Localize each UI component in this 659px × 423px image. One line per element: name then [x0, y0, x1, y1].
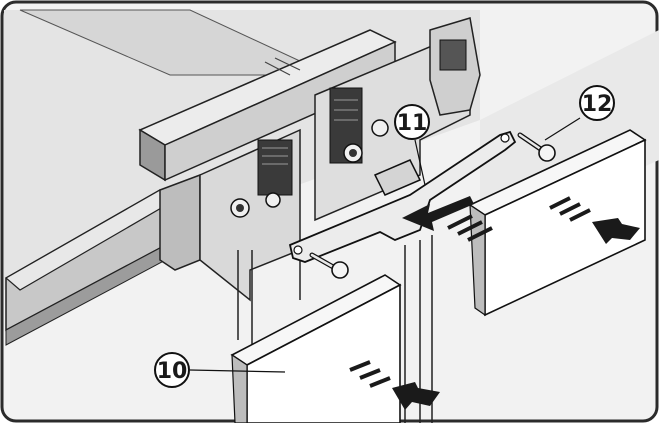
bracket-tab — [373, 159, 422, 196]
callout-10-circle — [154, 352, 190, 388]
callout-12-circle — [579, 85, 615, 121]
callout-11-circle — [394, 104, 430, 140]
screw-icon — [309, 252, 349, 279]
push-arrow-icon — [549, 196, 640, 244]
callout-11-leader — [414, 139, 426, 186]
callout-12-label: 12 — [582, 92, 613, 117]
push-arrow-icon — [402, 196, 493, 242]
mounting-bracket — [288, 130, 517, 263]
bracket-hole-right — [500, 133, 510, 143]
left-screw-center — [236, 204, 244, 212]
callout-10-label: 10 — [157, 359, 188, 384]
left-clip — [159, 173, 201, 271]
callout-11-label: 11 — [397, 111, 428, 136]
push-arrow-icon — [349, 360, 440, 410]
callout-10-leader — [189, 369, 286, 373]
upper-right-clip — [439, 39, 467, 71]
screw-icon — [517, 132, 556, 162]
top-rail-mark-2 — [274, 57, 301, 71]
top-rail-mark — [264, 61, 291, 76]
bracket-hole-left — [293, 245, 303, 255]
left-latch — [257, 139, 293, 196]
center-screw-head-2 — [371, 119, 389, 137]
left-screw-head-2 — [265, 192, 281, 208]
callout-12-leader — [544, 117, 581, 141]
lower-cover-panel-edge — [231, 353, 248, 423]
